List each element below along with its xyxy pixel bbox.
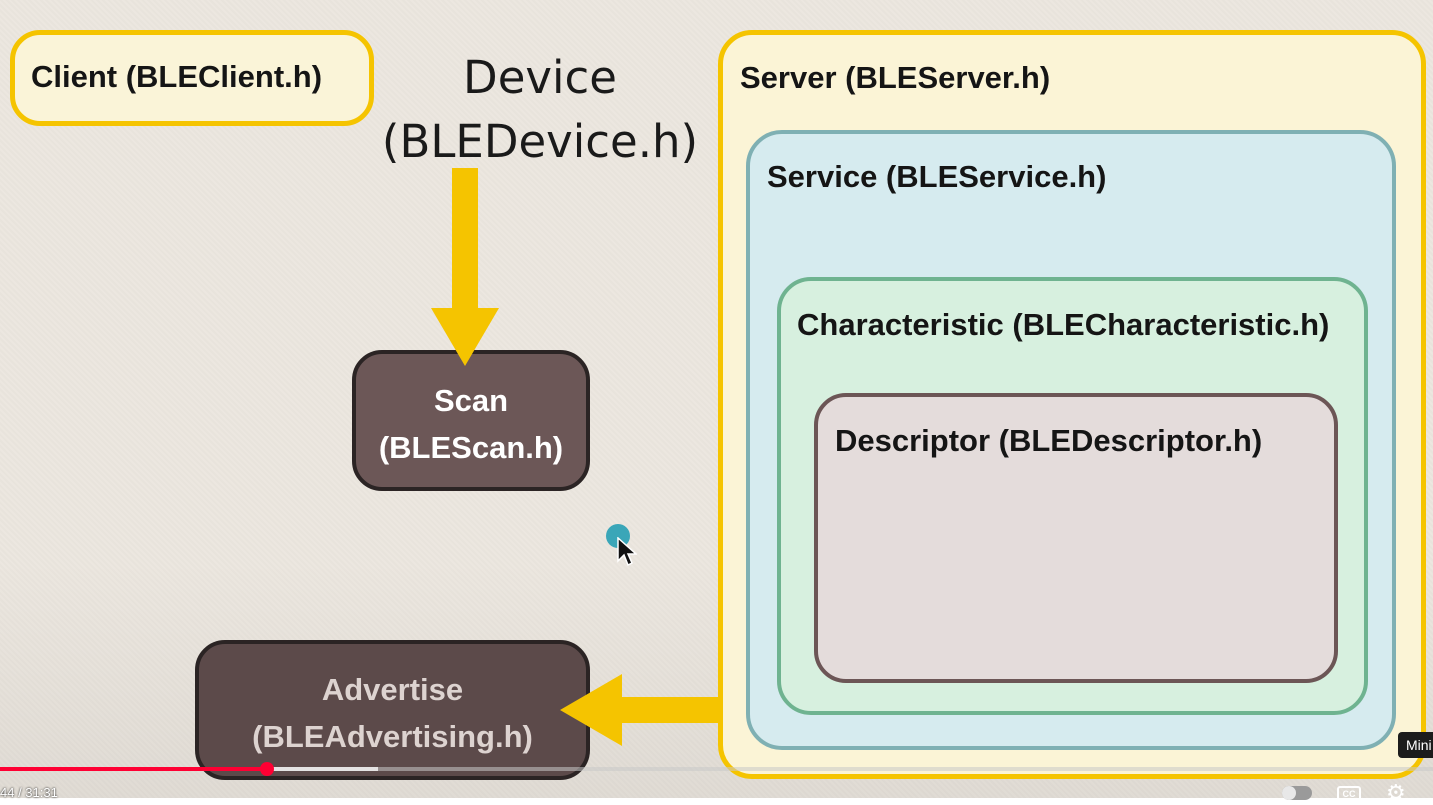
miniplayer-tooltip: Mini — [1398, 732, 1433, 758]
client-label: Client (BLEClient.h) — [31, 59, 323, 94]
mouse-pointer-icon — [617, 537, 637, 567]
scan-label-line1: Scan — [433, 383, 509, 418]
advertise-label: Advertise (BLEAdvertising.h) — [199, 666, 586, 760]
progress-played — [0, 767, 267, 771]
server-to-advertise-arrow — [560, 674, 720, 746]
autoplay-toggle-icon[interactable] — [1282, 786, 1312, 800]
device-to-scan-arrow — [431, 168, 499, 366]
time-display: 44 / 31:31 — [0, 785, 58, 800]
device-label-line2: (BLEDevice.h) — [381, 115, 699, 168]
advertise-label-line2: (BLEAdvertising.h) — [252, 719, 533, 754]
settings-gear-icon[interactable]: ⚙ — [1386, 780, 1406, 805]
autoplay-knob — [1282, 786, 1296, 800]
characteristic-label: Characteristic (BLECharacteristic.h) — [797, 307, 1330, 342]
advertise-box: Advertise (BLEAdvertising.h) — [195, 640, 590, 780]
cc-icon[interactable]: CC — [1337, 786, 1361, 802]
server-label: Server (BLEServer.h) — [740, 60, 1051, 95]
descriptor-label: Descriptor (BLEDescriptor.h) — [835, 423, 1263, 458]
scan-label-line2: (BLEScan.h) — [378, 430, 564, 465]
scan-box: Scan (BLEScan.h) — [352, 350, 590, 491]
service-label: Service (BLEService.h) — [767, 159, 1107, 194]
advertise-label-line1: Advertise — [321, 672, 464, 707]
scan-label: Scan (BLEScan.h) — [356, 377, 586, 471]
device-title: Device (BLEDevice.h) — [380, 46, 700, 174]
progress-bar[interactable] — [0, 762, 1433, 776]
device-label-line1: Device — [463, 51, 617, 104]
client-box: Client (BLEClient.h) — [10, 30, 374, 126]
scrubber-handle[interactable] — [259, 762, 274, 776]
descriptor-box: Descriptor (BLEDescriptor.h) — [814, 393, 1338, 683]
